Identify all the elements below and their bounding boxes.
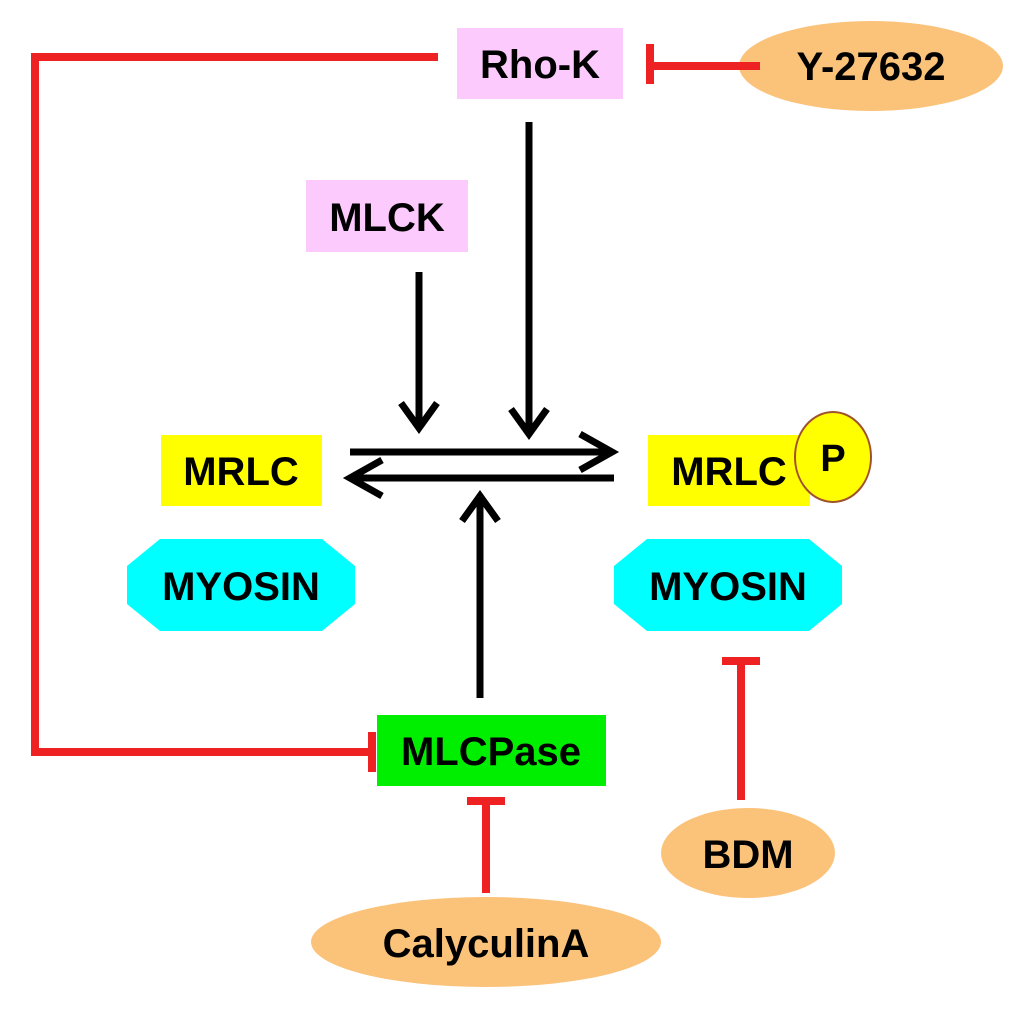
phosphate-label: P — [820, 438, 845, 480]
arrow-head — [508, 406, 550, 440]
bdm-oval — [661, 808, 835, 898]
mrlc-right-label: MRLC — [671, 450, 787, 494]
bdm-label: BDM — [702, 833, 793, 877]
bdm-inhibits-myosin — [722, 657, 760, 800]
mrlc-left-node: MRLC — [161, 435, 322, 506]
rho-k-box — [457, 28, 623, 99]
y27632-inhibits-rho-k — [646, 44, 760, 84]
calyculin-node: CalyculinA — [311, 897, 661, 987]
phosphorylation-forward-arrow — [350, 430, 620, 474]
myosin-right-octagon — [614, 539, 842, 631]
rho-k-inhibits-mlcpase — [31, 53, 438, 772]
mlck-box — [306, 180, 468, 252]
y27632-label: Y-27632 — [796, 45, 945, 89]
calyculin-inhibits-mlcpase — [467, 797, 505, 893]
myosin-left-label: MYOSIN — [162, 565, 320, 609]
mlcpase-box — [377, 715, 606, 786]
mlck-activation-arrow — [398, 272, 440, 434]
rho-k-label: Rho-K — [480, 43, 600, 87]
mlcpase-activation-arrow — [459, 490, 501, 698]
calyculin-label: CalyculinA — [383, 922, 590, 966]
phosphate-group: P — [794, 411, 872, 503]
mlcpase-label: MLCPase — [401, 730, 581, 774]
rho-k-node: Rho-K — [457, 28, 623, 99]
dephosphorylation-reverse-arrow — [342, 456, 614, 500]
myosin-left-node: MYOSIN — [127, 539, 355, 631]
myosin-right-label: MYOSIN — [649, 565, 807, 609]
mrlc-right-box — [648, 435, 810, 506]
arrow-head — [459, 490, 501, 524]
mlcpase-node: MLCPase — [377, 715, 606, 786]
phosphate-circle — [794, 411, 872, 503]
mrlc-left-box — [161, 435, 322, 506]
rho-k-activation-arrow — [508, 122, 550, 440]
mrlc-left-label: MRLC — [183, 450, 299, 494]
myosin-right-node: MYOSIN — [614, 539, 842, 631]
arrow-head — [578, 430, 620, 474]
mrlc-right-node: MRLC — [648, 435, 810, 506]
calyculin-oval — [311, 897, 661, 987]
mlck-node: MLCK — [306, 180, 468, 252]
arrow-head — [398, 400, 440, 434]
y27632-node: Y-27632 — [739, 21, 1003, 111]
arrow-head — [342, 456, 384, 500]
bdm-node: BDM — [661, 808, 835, 898]
y27632-oval — [739, 21, 1003, 111]
inhibition-line — [31, 53, 438, 756]
mlck-label: MLCK — [329, 196, 445, 240]
myosin-left-octagon — [127, 539, 355, 631]
